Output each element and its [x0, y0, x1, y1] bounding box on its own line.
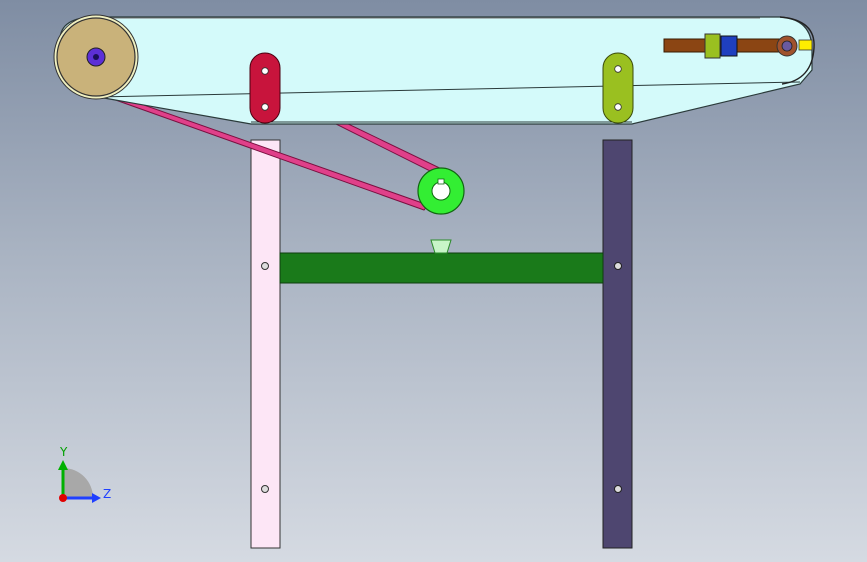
motor-mount-cup[interactable] — [430, 239, 452, 254]
right-bracket-hole-lower — [614, 103, 622, 111]
drive-belt-upper-strand[interactable] — [329, 120, 450, 177]
left-leg-bolt-hole-upper — [261, 262, 269, 270]
drive-pulley-shaft — [93, 54, 99, 60]
right-bracket-hole-upper — [614, 65, 622, 73]
tensioner-nut-blue[interactable] — [720, 35, 738, 57]
conveyor-belt-inner-line — [95, 81, 801, 98]
motor-pulley-bore — [431, 181, 451, 201]
left-leg-bolt-hole-lower — [261, 485, 269, 493]
right-leg-bolt-hole-lower — [614, 485, 622, 493]
triad-x-axis-dot — [59, 494, 67, 502]
left-bracket-hole-upper — [261, 67, 269, 75]
conveyor-frame[interactable] — [59, 16, 813, 125]
triad-quadrant — [63, 468, 93, 498]
left-leg[interactable] — [250, 139, 281, 549]
triad-z-label: Z — [103, 487, 111, 501]
cross-bar[interactable] — [279, 252, 604, 284]
right-leg-bolt-hole-upper — [614, 262, 622, 270]
tensioner-end-block[interactable] — [798, 39, 813, 51]
tensioner-eye-bore — [781, 40, 793, 52]
left-bracket-hole-lower — [261, 103, 269, 111]
triad-y-arrowhead — [58, 460, 68, 470]
right-leg[interactable] — [602, 139, 633, 549]
triad-z-arrowhead — [92, 493, 101, 503]
tensioner-nut-green[interactable] — [704, 33, 721, 59]
left-bearing-bracket[interactable] — [249, 52, 281, 124]
triad-y-label: Y — [59, 445, 68, 459]
motor-pulley-keyway — [437, 178, 445, 185]
right-bearing-bracket[interactable] — [602, 52, 634, 124]
coordinate-triad: Y Z — [58, 445, 111, 503]
tail-pulley[interactable] — [779, 16, 815, 85]
